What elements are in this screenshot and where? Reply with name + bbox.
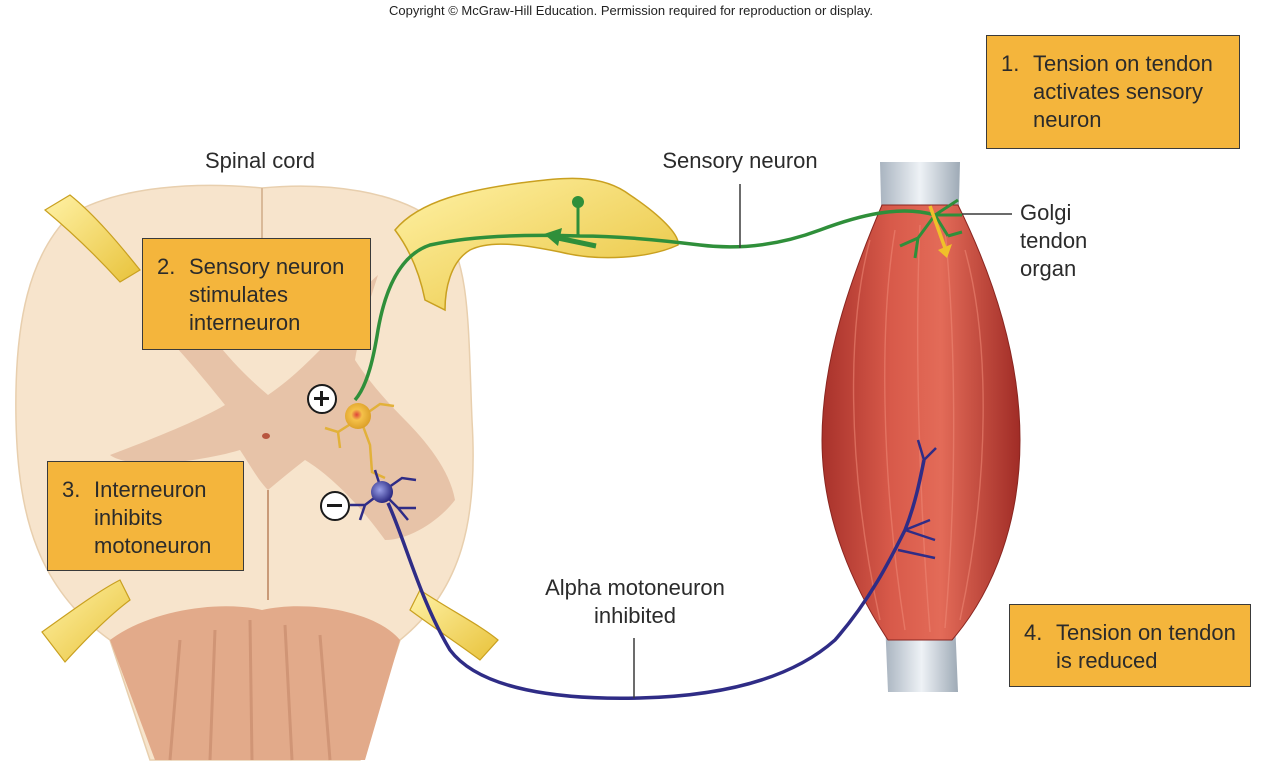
- step-3-box: 3. Interneuron inhibits motoneuron: [47, 461, 244, 571]
- step-3-number: 3.: [62, 477, 81, 502]
- alpha-motoneuron-label: Alpha motoneuron inhibited: [545, 575, 725, 628]
- step-1-box: 1. Tension on tendon activates sensory n…: [986, 35, 1240, 149]
- motoneuron-soma: [371, 481, 393, 503]
- inhibitory-minus-sign: [320, 491, 350, 521]
- ventral-root-left: [41, 579, 131, 663]
- golgi-tendon-organ-label: Golgi tendon organ: [1020, 200, 1088, 281]
- sensory-neuron-label: Sensory neuron: [662, 148, 818, 173]
- tension-arrowhead: [938, 244, 952, 258]
- step-2-text: Sensory neuron stimulates interneuron: [189, 254, 345, 335]
- muscle-belly: [821, 204, 1021, 641]
- alpha-motoneuron-axon: [386, 459, 926, 700]
- ventral-root-right: [409, 589, 499, 661]
- golgi-tendon-organ-branches: [899, 198, 963, 259]
- step-4-text: Tension on tendon is reduced: [1056, 620, 1236, 673]
- excitatory-plus-sign: [307, 384, 337, 414]
- muscle-fibers: [852, 224, 984, 633]
- central-canal: [262, 433, 270, 439]
- spinal-cord-ventral-region: [110, 606, 400, 760]
- sensory-neuron-soma: [572, 196, 584, 208]
- step-1-text: Tension on tendon activates sensory neur…: [1033, 51, 1213, 132]
- sensory-signal-arrowhead: [544, 228, 562, 246]
- motor-endplate-branches: [897, 439, 937, 560]
- step-4-box: 4. Tension on tendon is reduced: [1009, 604, 1251, 687]
- interneuron-soma: [345, 403, 371, 429]
- sensory-neuron-axon: [353, 209, 936, 402]
- dorsal-root-left: [43, 194, 141, 283]
- step-4-number: 4.: [1024, 620, 1043, 645]
- copyright-notice: Copyright © McGraw-Hill Education. Permi…: [388, 3, 874, 18]
- tension-arrow: [928, 205, 947, 249]
- step-3-text: Interneuron inhibits motoneuron: [94, 477, 212, 558]
- ventral-column-stripes: [168, 619, 332, 761]
- step-2-box: 2. Sensory neuron stimulates interneuron: [142, 238, 371, 350]
- spinal-cord-label: Spinal cord: [204, 148, 316, 173]
- sensory-signal-arrow: [557, 235, 597, 249]
- step-1-number: 1.: [1001, 51, 1020, 76]
- step-2-number: 2.: [157, 254, 176, 279]
- dorsal-root: [394, 177, 679, 312]
